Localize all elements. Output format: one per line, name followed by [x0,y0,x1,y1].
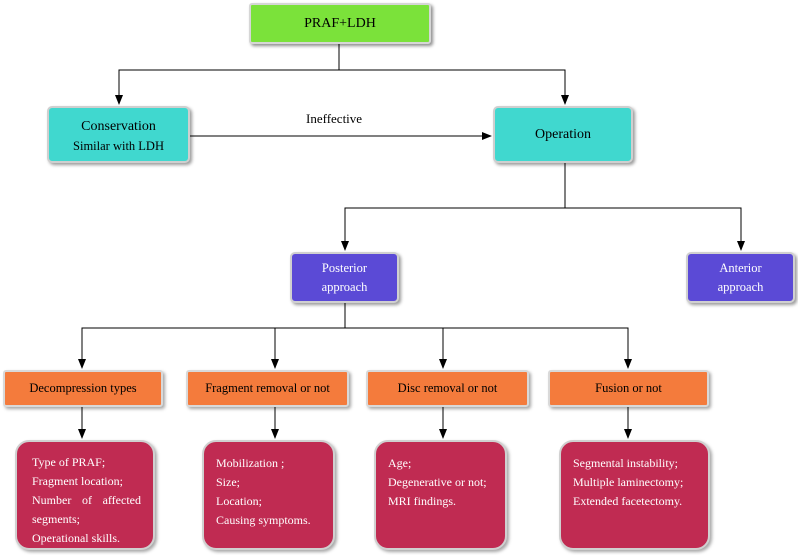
category-label: Fragment removal or not [205,381,330,395]
detail-fusion: Segmental instability; Multiple laminect… [559,440,710,550]
conservation-subtitle: Similar with LDH [73,139,164,153]
conservation-node: Conservation Similar with LDH [47,106,190,163]
category-label: Decompression types [29,381,137,395]
anterior-approach-node: Anterior approach [686,252,795,303]
detail-item: Extended facetectomy. [573,494,683,508]
root-node: PRAF+LDH [249,3,431,44]
posterior-approach-node: Posterior approach [290,252,399,303]
category-fragment-removal: Fragment removal or not [186,370,349,407]
detail-item: Type of PRAF; [32,455,106,469]
category-fusion: Fusion or not [548,370,709,407]
detail-word: of [81,493,92,507]
operation-node: Operation [493,106,633,163]
detail-item: Causing symptoms. [216,513,311,527]
detail-item: segments; [32,512,80,526]
detail-item: Fragment location; [32,474,123,488]
detail-item: Segmental instability; [573,456,678,470]
detail-item: Size; [216,475,240,489]
posterior-line2: approach [321,279,368,294]
detail-item: Age; [388,456,412,470]
detail-item: Degenerative or not; [388,475,487,489]
operation-label: Operation [535,126,591,142]
anterior-line1: Anterior [719,260,762,275]
detail-decompression-types: Type of PRAF; Fragment location; Number … [15,440,155,550]
anterior-line2: approach [717,279,764,294]
conservation-title: Conservation [81,119,156,134]
detail-item: Location; [216,494,262,508]
category-decompression-types: Decompression types [3,370,163,407]
detail-item: Number of affected [32,491,141,510]
detail-item: Mobilization ; [216,456,285,470]
detail-item: Multiple laminectomy; [573,475,684,489]
posterior-line1: Posterior [321,260,368,275]
detail-item: MRI findings. [388,494,457,508]
detail-item: Operational skills. [32,531,120,545]
root-label: PRAF+LDH [304,15,376,31]
detail-word: Number [32,493,72,507]
detail-disc-removal: Age; Degenerative or not; MRI findings. [374,440,507,550]
detail-word: affected [102,493,141,507]
detail-fragment-removal: Mobilization ; Size; Location; Causing s… [202,440,335,550]
category-disc-removal: Disc removal or not [366,370,529,407]
ineffective-label: Ineffective [306,111,363,126]
category-label: Fusion or not [595,381,662,395]
category-label: Disc removal or not [397,381,498,395]
